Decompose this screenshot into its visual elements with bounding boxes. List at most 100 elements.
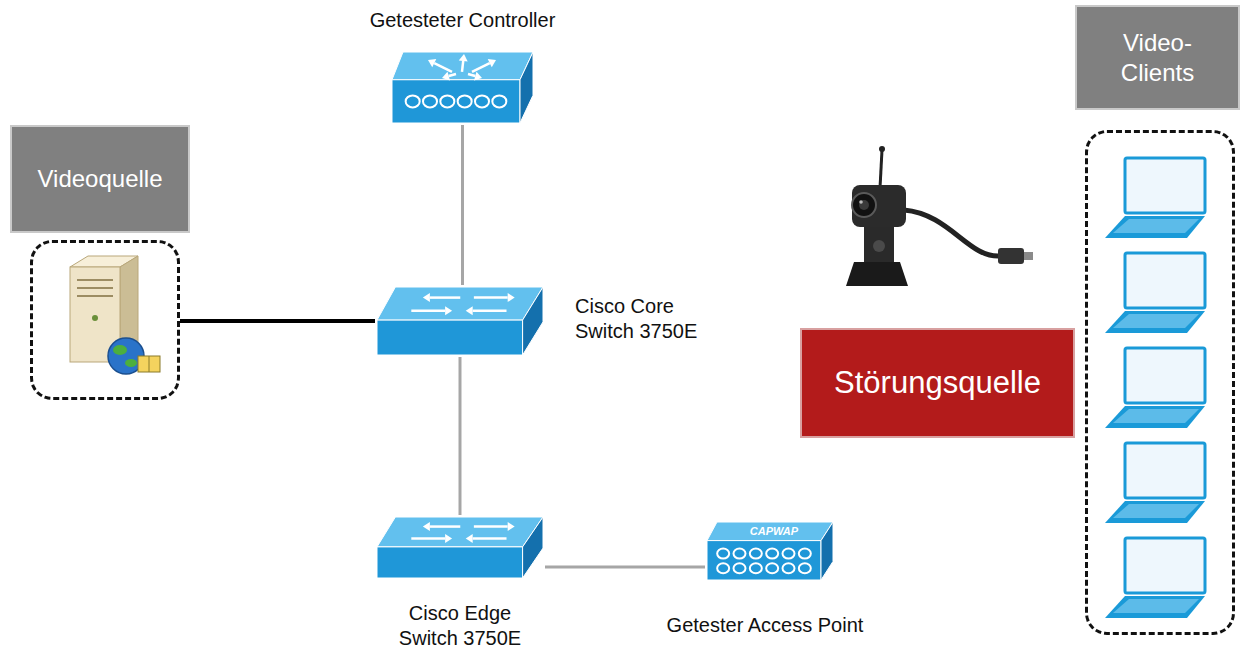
- switch-arrow-head: [466, 534, 473, 543]
- switch-arrow: [474, 525, 508, 528]
- wave-loop: [734, 563, 746, 573]
- switch-arrow-head: [445, 306, 452, 315]
- laptop-keyboard: [1113, 599, 1199, 613]
- controller-arrow-head: [459, 54, 468, 61]
- switch-arrow: [473, 310, 507, 313]
- wave-loop: [783, 563, 795, 573]
- video-source-group: Videoquelle: [8, 123, 192, 405]
- group-heading: Videoquelle: [37, 164, 162, 194]
- globe-land: [113, 345, 127, 355]
- device-label-wrap: Cisco Edge Switch 3750E: [384, 598, 536, 654]
- switch-arrow-head: [445, 534, 452, 543]
- capwap-mark-wrap: CAPWAP: [718, 522, 830, 540]
- laptop-base: [1105, 311, 1205, 333]
- network-link: [461, 125, 464, 285]
- switch-arrow: [411, 537, 445, 540]
- interference-box-wrap: Störungsquelle: [800, 328, 1075, 438]
- switch-arrow-head: [423, 522, 430, 531]
- laptop-screen: [1125, 348, 1205, 403]
- camera-base: [846, 262, 908, 286]
- camera-antenna: [880, 150, 882, 188]
- device-label: Cisco Core Switch 3750E: [575, 294, 712, 344]
- edge-switch-device: Cisco Edge Switch 3750E: [360, 513, 560, 653]
- network-link: [180, 319, 375, 323]
- controller-arrow-head: [488, 59, 496, 67]
- switch-icon: [375, 285, 545, 357]
- wave-loop: [783, 549, 795, 559]
- wave-loop: [799, 563, 811, 573]
- switch-arrow-head: [423, 293, 430, 302]
- wave-loop: [423, 95, 437, 107]
- switch-arrow: [474, 296, 508, 299]
- laptop-base: [1105, 216, 1205, 238]
- server-slot: [77, 295, 113, 297]
- device-label: Getester Access Point: [667, 613, 864, 638]
- switch-top: [377, 287, 543, 320]
- wave-loop: [492, 95, 506, 107]
- camera-jack: [998, 248, 1024, 264]
- camera-cable: [904, 210, 1000, 256]
- switch-icon-art: [375, 285, 545, 357]
- wave-loop: [440, 95, 454, 107]
- laptop-icon: [1105, 443, 1205, 523]
- controller-front: [392, 80, 520, 123]
- controller-icon-art: [390, 50, 535, 125]
- ap-side: [821, 522, 833, 580]
- wave-loop: [475, 95, 489, 107]
- laptop-screen: [1125, 253, 1205, 308]
- switch-side: [523, 287, 543, 355]
- camera-jack-tip: [1024, 252, 1033, 260]
- video-clients-group: Video- Clients: [1072, 3, 1242, 637]
- laptop-base: [1105, 406, 1205, 428]
- clients-dashed-box-art: [1085, 130, 1235, 635]
- network-link: [545, 566, 705, 569]
- laptop-icon: [1105, 158, 1205, 238]
- access-point-device: CAPWAP Getester Access Point: [625, 513, 905, 643]
- switch-icon: [375, 515, 545, 580]
- ap-front: [707, 541, 821, 580]
- camera-lens-inner: [859, 200, 869, 210]
- ap-top: [707, 522, 833, 541]
- wave-loop: [799, 549, 811, 559]
- controller-icon: [390, 50, 535, 125]
- controller-arrow-head: [442, 72, 450, 81]
- group-heading-wrap: Video- Clients: [1075, 5, 1240, 110]
- switch-arrow: [430, 296, 460, 299]
- controller-arrow-head: [428, 59, 436, 67]
- switch-arrow: [473, 537, 507, 540]
- switch-side: [523, 517, 543, 578]
- group-heading: Video- Clients: [1108, 28, 1208, 88]
- file-box-divider: [149, 356, 150, 372]
- laptop-keyboard: [1113, 409, 1199, 423]
- wave-loop: [717, 549, 729, 559]
- laptop-keyboard: [1113, 219, 1199, 233]
- source-dashed-box: [30, 240, 180, 400]
- capwap-mark: CAPWAP: [750, 526, 798, 537]
- server-slot: [77, 279, 113, 281]
- switch-icon-art: [375, 515, 545, 580]
- laptop-screen: [1125, 158, 1205, 213]
- switch-arrow-head: [508, 293, 515, 302]
- wave-loop: [750, 549, 762, 559]
- switch-front: [377, 547, 523, 578]
- device-label-wrap: Getesteter Controller: [360, 5, 565, 36]
- laptop-icon: [1105, 253, 1205, 333]
- device-label: Getesteter Controller: [370, 8, 556, 33]
- switch-top: [377, 517, 543, 547]
- laptop-screen: [1125, 443, 1205, 498]
- wave-loop: [458, 95, 472, 107]
- device-label-wrap: Cisco Core Switch 3750E: [575, 289, 712, 349]
- controller-arrow-head: [474, 72, 482, 81]
- source-dashed-box-art: [30, 240, 180, 400]
- laptop-screen: [1125, 538, 1205, 593]
- clients-dashed-box: [1085, 130, 1235, 635]
- group-heading-wrap: Videoquelle: [10, 125, 190, 233]
- switch-arrow: [411, 310, 445, 313]
- wave-loop: [717, 563, 729, 573]
- interference-box: Störungsquelle: [834, 364, 1041, 403]
- globe-land: [125, 359, 137, 367]
- file-box: [138, 356, 160, 372]
- laptop-keyboard: [1113, 504, 1199, 518]
- device-label: Cisco Edge Switch 3750E: [384, 601, 536, 651]
